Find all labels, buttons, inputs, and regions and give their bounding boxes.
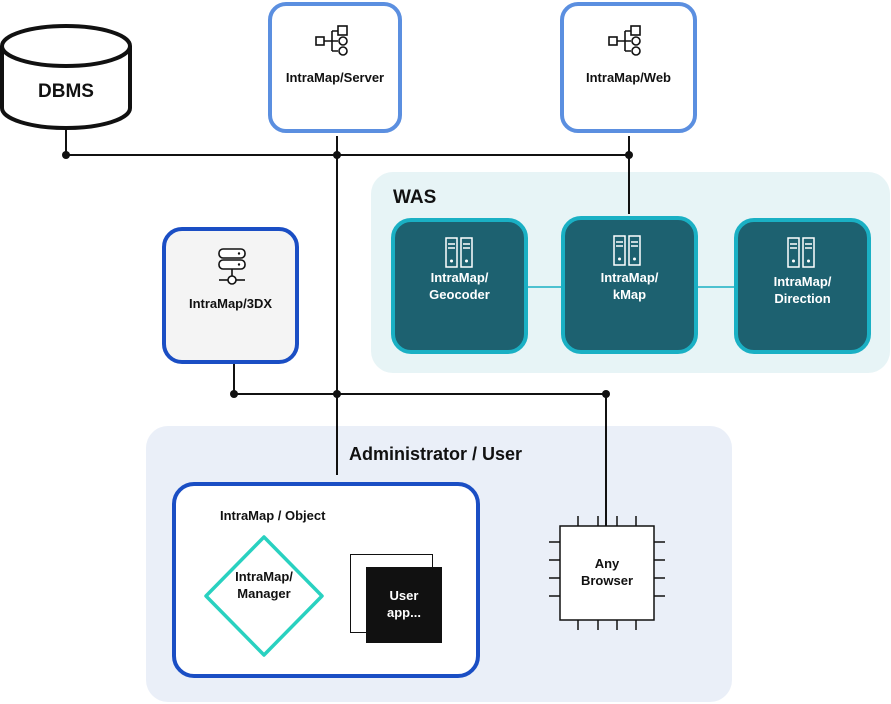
dbms-label: DBMS	[38, 81, 94, 102]
direction-label-line2: Direction	[774, 290, 831, 306]
threedx-label: IntraMap/3DX	[188, 296, 273, 311]
server-label: IntraMap/Server	[285, 70, 385, 85]
userapp-label-line2: app...	[387, 604, 421, 620]
object-title: IntraMap / Object	[220, 508, 326, 523]
browser-label-line2: Browser	[580, 572, 634, 588]
threedx-node[interactable]	[162, 227, 299, 364]
userapp-label: User app...	[366, 588, 442, 622]
browser-node[interactable]: Any Browser	[560, 556, 654, 590]
was-node-geocoder[interactable]	[391, 218, 528, 354]
was-title: WAS	[393, 187, 437, 208]
web-node[interactable]	[560, 2, 697, 133]
geocoder-label-line2: Geocoder	[429, 286, 490, 302]
userapp-label-line1: User	[389, 588, 419, 603]
manager-label-line1: IntraMap/	[235, 569, 293, 584]
manager-node[interactable]: IntraMap/ Manager	[216, 569, 312, 603]
server-rack-icon	[613, 235, 641, 266]
web-label: IntraMap/Web	[586, 70, 671, 85]
manager-label-line2: Manager	[237, 585, 291, 601]
geocoder-label: IntraMap/ Geocoder	[391, 270, 528, 304]
geocoder-label-line1: IntraMap/	[430, 270, 489, 285]
direction-label: IntraMap/ Direction	[734, 274, 871, 308]
userapp-node[interactable]	[366, 567, 442, 643]
kmap-label-line2: kMap	[612, 286, 647, 302]
server-node[interactable]	[268, 2, 402, 133]
browser-label-line1: Any	[594, 556, 620, 571]
admin-title: Administrator / User	[349, 444, 523, 464]
kmap-label-line1: IntraMap/	[600, 270, 659, 285]
server-rack-icon	[787, 237, 815, 268]
kmap-label: IntraMap/ kMap	[561, 270, 698, 304]
direction-label-line1: IntraMap/	[773, 274, 832, 289]
server-rack-icon	[445, 237, 473, 268]
